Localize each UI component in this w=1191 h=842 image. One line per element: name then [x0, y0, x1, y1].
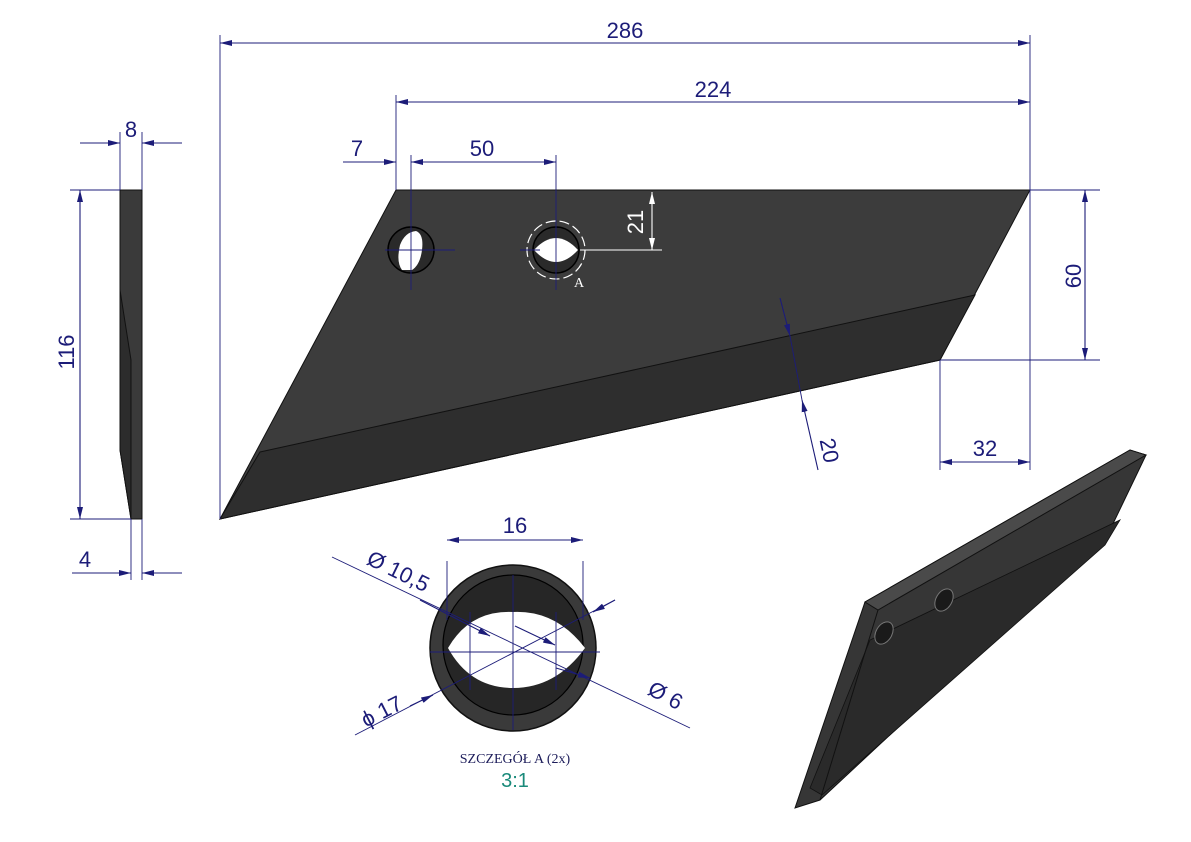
detail-marker-label: A: [574, 276, 585, 291]
isometric-view: [794, 449, 1148, 809]
dimension-tip-offset: 32: [939, 190, 1031, 470]
dimension-overall-length: 286: [219, 18, 1031, 519]
dimension-right-height: 60: [940, 189, 1100, 361]
dimension-label: Ø 10,5: [363, 546, 433, 597]
detail-scale: 3:1: [501, 770, 529, 792]
dimension-edge-thickness: 4: [72, 519, 182, 580]
dimension-label: 20: [815, 436, 845, 465]
side-view: 8 116 4: [54, 117, 182, 580]
dimension-label: 224: [695, 77, 732, 102]
dimension-label: ϕ 17: [357, 690, 407, 732]
dimension-thickness: 8: [80, 117, 182, 190]
dimension-top-edge: 224: [395, 77, 1030, 190]
dimension-label: 7: [351, 136, 363, 161]
detail-title: SZCZEGÓŁ A (2x): [460, 750, 571, 767]
dimension-hole-offset: 7 50: [343, 136, 556, 165]
dimension-bevel-width: 20: [779, 297, 845, 471]
dimension-label: 16: [503, 513, 527, 538]
dimension-hole-from-top: 21: [580, 192, 662, 251]
dimension-label: 50: [470, 136, 494, 161]
dimension-label: 60: [1061, 264, 1086, 288]
iso-hole-1: [874, 621, 894, 645]
dimension-label: 286: [607, 18, 644, 43]
front-view: A 286 224 7 50 21: [218, 18, 1100, 520]
dimension-label: 8: [125, 117, 137, 142]
dimension-label: 21: [623, 210, 648, 234]
dimension-height: 116: [54, 189, 131, 520]
detail-view-a: 16 Ø 10,5 ϕ 17 Ø 6 SZCZEGÓŁ A (2x) 3:1: [331, 513, 691, 792]
dimension-label: 4: [79, 547, 91, 572]
iso-hole-2: [934, 588, 954, 612]
dimension-label: 32: [973, 436, 997, 461]
dimension-label: 116: [54, 334, 79, 369]
